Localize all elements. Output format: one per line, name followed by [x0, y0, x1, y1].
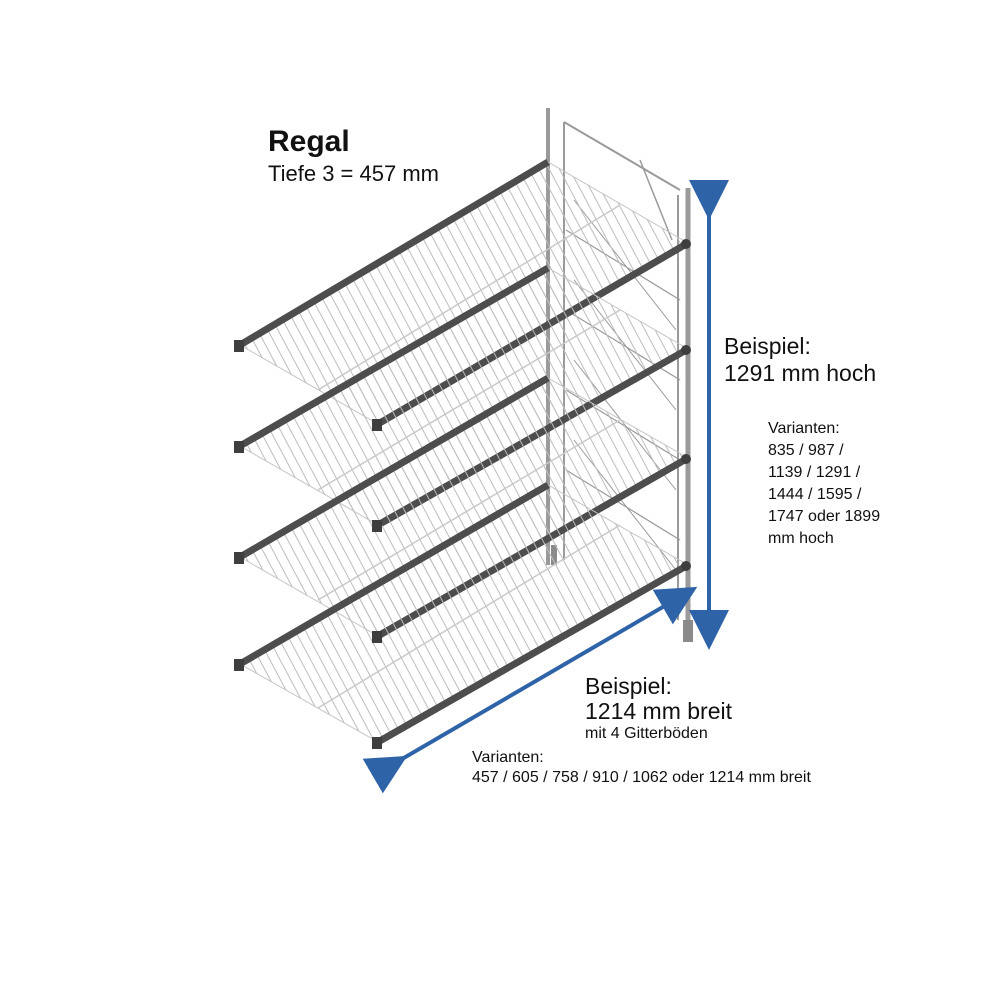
width-variants-line: 457 / 605 / 758 / 910 / 1062 oder 1214 m… — [472, 769, 811, 786]
width-example-label: Beispiel: — [585, 673, 672, 699]
height-variant-line: mm hoch — [768, 530, 834, 547]
width-variants-title: Varianten: — [472, 749, 544, 766]
height-variant-line: 1747 oder 1899 — [768, 508, 881, 525]
height-example-value: 1291 mm hoch — [724, 360, 877, 386]
height-example-label: Beispiel: — [724, 333, 811, 359]
height-variant-line: 1444 / 1595 / — [768, 486, 862, 503]
height-variant-line: 835 / 987 / — [768, 442, 844, 459]
height-variant-line: 1139 / 1291 / — [768, 464, 861, 481]
width-example-value: 1214 mm breit — [585, 698, 733, 724]
depth-label: Tiefe 3 = 457 mm — [268, 161, 439, 186]
width-arrow-icon — [362, 586, 698, 794]
product-title: Regal — [268, 125, 350, 158]
width-example-note: mit 4 Gitterböden — [585, 725, 708, 742]
height-variants-title: Varianten: — [768, 420, 840, 437]
height-variants: Varianten: 835 / 987 / 1139 / 1291 / 144… — [768, 418, 880, 550]
